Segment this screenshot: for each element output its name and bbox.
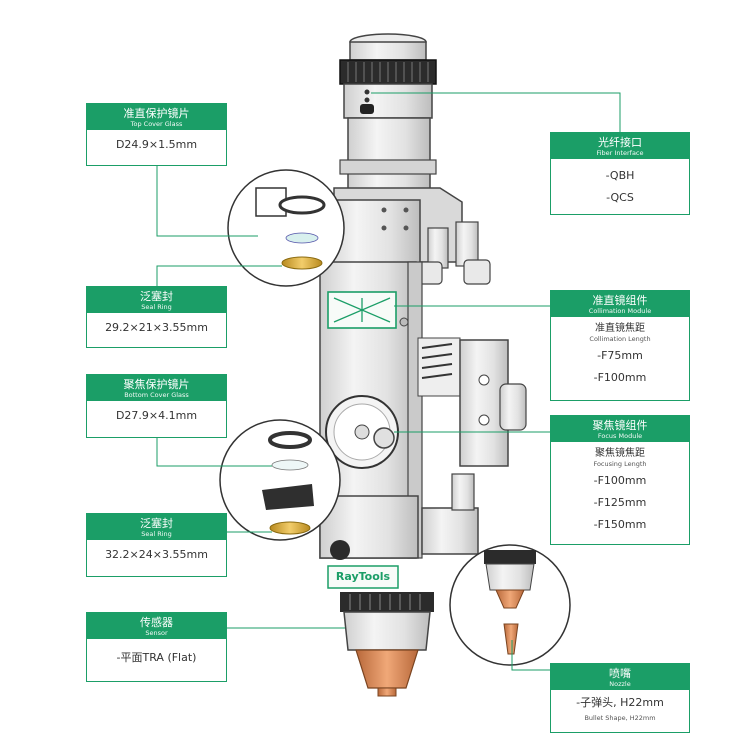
collimation-module-card: 准直镜组件 Collimation Module 准直镜焦距 Collimati… [550, 290, 690, 401]
card-subtitle: Collimation Module [588, 307, 652, 315]
card-value: D27.9×4.1mm [115, 409, 198, 422]
card-title: 传感器 [140, 616, 173, 629]
card-header: 泛塞封 Seal Ring [87, 514, 226, 540]
card-value-en: Bullet Shape, H22mm [584, 714, 656, 722]
card-header: 准直镜组件 Collimation Module [551, 291, 689, 317]
card-value: -QCS [606, 191, 634, 204]
card-value: -F100mm [593, 474, 647, 487]
card-title: 聚焦镜组件 [592, 419, 648, 432]
card-header: 准直保护镜片 Top Cover Glass [87, 104, 226, 130]
card-header: 泛塞封 Seal Ring [87, 287, 226, 313]
seal-ring-2-card: 泛塞封 Seal Ring 32.2×24×3.55mm [86, 513, 227, 577]
main-body [319, 261, 527, 589]
card-subtitle: Nozzle [609, 680, 631, 688]
card-subtitle: Sensor [145, 629, 168, 637]
focus-module-card: 聚焦镜组件 Focus Module 聚焦镜焦距 Focusing Length… [550, 415, 690, 545]
fiber-connector [339, 33, 437, 199]
brand-logo: RayTools [335, 570, 391, 583]
card-subtitle: Top Cover Glass [130, 120, 183, 128]
card-value: D24.9×1.5mm [115, 138, 198, 151]
top-cover-glass-card: 准直保护镜片 Top Cover Glass D24.9×1.5mm [86, 103, 227, 166]
fiber-interface-card: 光纤接口 Fiber Interface -QBH -QCS [550, 132, 690, 215]
card-value: -F75mm [597, 349, 643, 362]
card-subtitle: Seal Ring [141, 530, 172, 538]
card-value: -平面TRA (Flat) [116, 651, 197, 664]
card-title: 准直保护镜片 [123, 107, 190, 120]
leader-lines [156, 92, 621, 671]
card-subheading-en: Collimation Length [589, 335, 651, 343]
card-header: 光纤接口 Fiber Interface [551, 133, 689, 159]
card-title: 光纤接口 [598, 136, 642, 149]
seal-ring-1-card: 泛塞封 Seal Ring 29.2×21×3.55mm [86, 286, 227, 348]
bottom-cover-glass-card: 聚焦保护镜片 Bottom Cover Glass D27.9×4.1mm [86, 374, 227, 438]
card-value: -QBH [605, 169, 635, 182]
card-header: 喷嘴 Nozzle [551, 664, 689, 690]
card-value: -F150mm [593, 518, 647, 531]
lower-exploded-view [219, 419, 341, 541]
card-title: 喷嘴 [609, 667, 631, 680]
card-value: 29.2×21×3.55mm [105, 321, 208, 334]
nozzle-exploded-view [449, 544, 571, 666]
card-subheading-en: Focusing Length [593, 460, 647, 468]
nozzle-card: 喷嘴 Nozzle -子弹头, H22mm Bullet Shape, H22m… [550, 663, 690, 733]
card-header: 传感器 Sensor [87, 613, 226, 639]
card-subtitle: Focus Module [597, 432, 643, 440]
card-value: -子弹头, H22mm [576, 696, 664, 709]
card-value: -F100mm [593, 371, 647, 384]
sensor-assembly [340, 592, 434, 697]
card-value: -F125mm [593, 496, 647, 509]
card-header: 聚焦保护镜片 Bottom Cover Glass [87, 375, 226, 401]
card-subtitle: Bottom Cover Glass [124, 391, 189, 399]
card-header: 聚焦镜组件 Focus Module [551, 416, 689, 442]
card-subtitle: Seal Ring [141, 303, 172, 311]
card-title: 泛塞封 [140, 517, 173, 530]
sensor-card: 传感器 Sensor -平面TRA (Flat) [86, 612, 227, 682]
card-value: 32.2×24×3.55mm [105, 548, 208, 561]
card-subheading: 准直镜焦距 [595, 323, 645, 334]
card-subheading: 聚焦镜焦距 [595, 448, 645, 459]
card-subtitle: Fiber Interface [596, 149, 644, 157]
upper-exploded-view [227, 169, 345, 287]
card-title: 泛塞封 [140, 290, 173, 303]
card-title: 准直镜组件 [592, 294, 648, 307]
card-title: 聚焦保护镜片 [123, 378, 190, 391]
